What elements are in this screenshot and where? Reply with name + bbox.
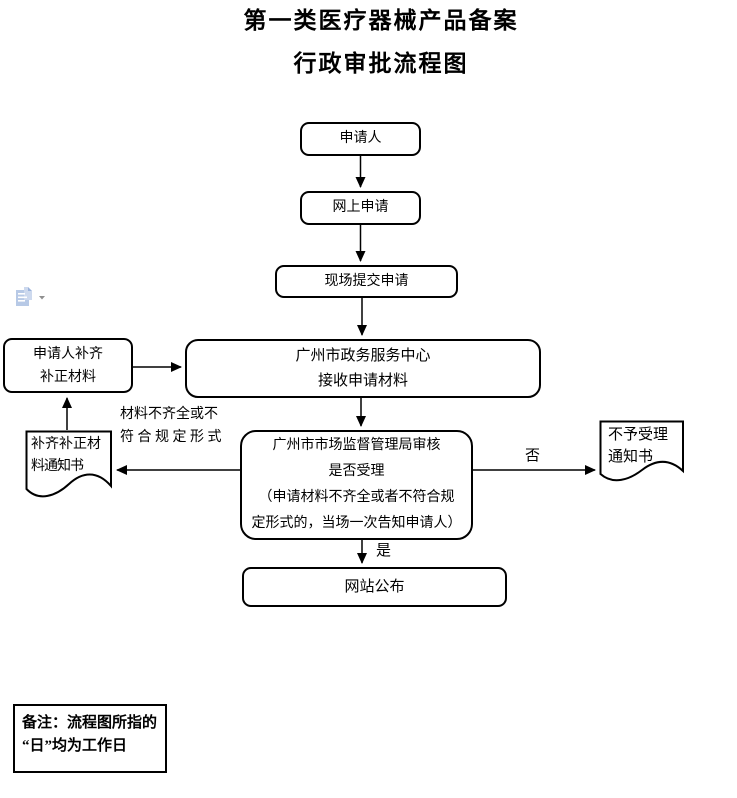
node-applicant-label: 申请人 [339,131,382,146]
node-onsite-submission: 现场提交申请 [275,265,458,298]
applicant-supplement-line-2: 补正材料 [40,369,96,385]
rejection-notice-line-2: 通知书 [608,449,654,465]
dropdown-arrow-icon [39,296,45,300]
note-line-2: “日”均为工作日 [22,738,128,754]
rejection-notice-line-1: 不予受理 [608,427,669,443]
website-publish-label: 网站公布 [344,579,405,595]
edge-label-materials-incomplete: 材料不齐全或不 符合规定形式 [120,403,225,449]
materials-incomplete-line-2: 符合规定形式 [120,430,225,445]
materials-incomplete-line-1: 材料不齐全或不 [120,407,218,422]
node-online-label: 网上申请 [332,200,389,215]
service-center-line-1: 广州市政务服务中心 [295,347,431,364]
doc-shape-supplement-notice [25,430,112,498]
page-title: 第一类医疗器械产品备案 行政审批流程图 [25,6,737,79]
applicant-supplement-line-1: 申请人补齐 [33,346,103,362]
doc-rejection-notice-text: 不予受理 通知书 [608,424,668,468]
supplement-notice-line-2: 料通知书 [31,459,84,474]
node-website-publish: 网站公布 [242,567,507,607]
node-onsite-label: 现场提交申请 [324,273,409,289]
doc-supplement-notice-text: 补齐补正材 料通知书 [31,434,101,478]
review-line-2: 是否受理 [328,464,385,479]
title-line-2: 行政审批流程图 [293,51,469,76]
paste-options-icon[interactable] [14,286,48,313]
title-line-1: 第一类医疗器械产品备案 [243,8,519,33]
supplement-notice-line-1: 补齐补正材 [31,437,101,452]
review-line-1: 广州市市场监督管理局审核 [272,438,441,453]
edge-label-no: 否 [525,448,541,464]
doc-shape-rejection-notice [599,420,684,482]
note-box: 备注：流程图所指的 “日”均为工作日 [13,704,167,773]
note-line-1: 备注：流程图所指的 [22,715,158,731]
service-center-line-2: 接收申请材料 [317,372,408,389]
edge-label-yes: 是 [376,543,392,559]
node-service-center: 广州市政务服务中心 接收申请材料 [185,339,541,398]
review-line-3: （申请材料不齐全或者不符合规 [258,490,455,505]
node-applicant: 申请人 [300,122,421,156]
review-line-4: 定形式的，当场一次告知申请人） [251,516,462,531]
node-applicant-supplement: 申请人补齐 补正材料 [3,338,133,393]
node-online-application: 网上申请 [300,191,421,225]
node-review-decision: 广州市市场监督管理局审核 是否受理 （申请材料不齐全或者不符合规 定形式的，当场… [240,430,473,540]
